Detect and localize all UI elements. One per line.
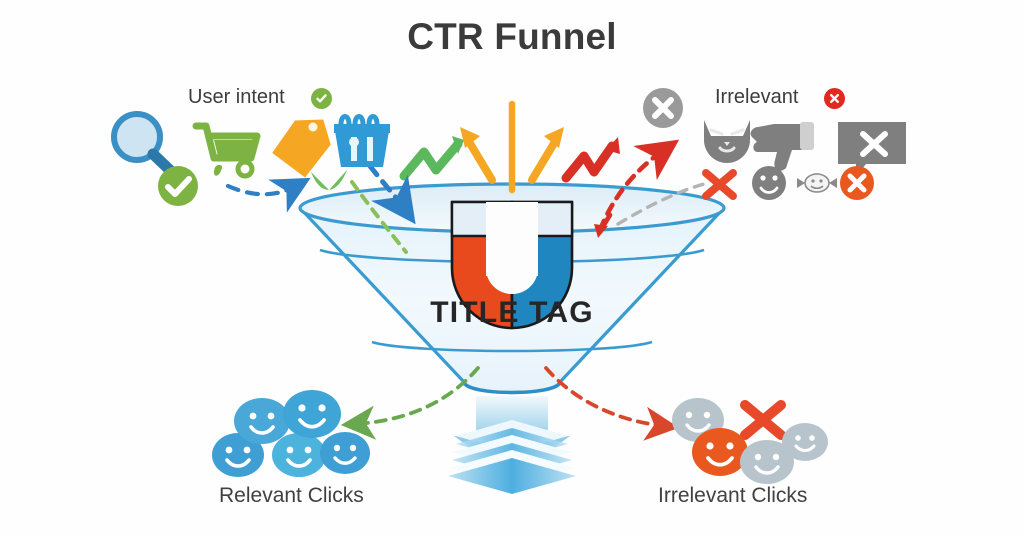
relevant-face-3 xyxy=(272,433,326,477)
left-blue-dashed-arrow xyxy=(225,177,311,213)
speech-bubble-x-icon xyxy=(838,122,906,176)
thumbs-down-icon xyxy=(750,122,814,171)
x-circle-icon xyxy=(824,88,845,109)
irrelevant-x-mark xyxy=(740,400,786,440)
relevant-face-1 xyxy=(212,433,264,477)
right-gray-dashed-line xyxy=(616,182,706,226)
small-smiley-icon xyxy=(797,173,837,193)
left-green-dashed-line xyxy=(350,180,408,254)
top-arrow-green-zigzag xyxy=(399,136,464,181)
bottom-green-dashed-arrow xyxy=(340,366,480,440)
check-circle-icon xyxy=(311,88,332,109)
check-circle-left-icon xyxy=(158,166,198,206)
shopping-cart-icon xyxy=(192,122,261,179)
relevant-face-5 xyxy=(320,432,370,474)
x-circle-gray-icon xyxy=(643,88,683,128)
title-tag-label: TITLE TAG xyxy=(430,296,594,329)
x-mark-right-icon xyxy=(702,169,737,200)
relevant-clicks-label: Relevant Clicks xyxy=(219,484,364,507)
page-title: CTR Funnel xyxy=(407,16,617,57)
relevant-face-4 xyxy=(283,390,341,438)
bottom-red-dashed-arrow xyxy=(544,366,680,441)
top-arrow-orange-left xyxy=(460,127,496,184)
shopping-basket-icon xyxy=(334,114,390,167)
top-arrow-orange-right xyxy=(528,127,564,184)
irrelevant-clicks-label: Irrelevant Clicks xyxy=(658,484,808,507)
smiley-gray-icon xyxy=(752,166,786,200)
output-layer-stack xyxy=(448,420,576,494)
irrelevant-face-orange xyxy=(692,428,748,476)
magnifier-icon xyxy=(111,111,181,181)
top-arrow-red-zigzag xyxy=(561,137,620,183)
x-circle-orange-icon xyxy=(840,166,874,200)
irrelevant-label: Irrelevant xyxy=(715,86,799,108)
price-tag-icon xyxy=(272,119,331,178)
angry-cat-icon xyxy=(704,120,750,163)
left-green-arrow-head xyxy=(311,170,347,190)
user-intent-label: User intent xyxy=(188,86,285,108)
relevant-face-2 xyxy=(234,398,290,444)
right-red-dashed-arrow-down xyxy=(594,212,613,238)
irrelevant-face-3 xyxy=(782,423,828,461)
irrelevant-face-2 xyxy=(740,440,794,484)
magnet-icon xyxy=(450,200,574,330)
